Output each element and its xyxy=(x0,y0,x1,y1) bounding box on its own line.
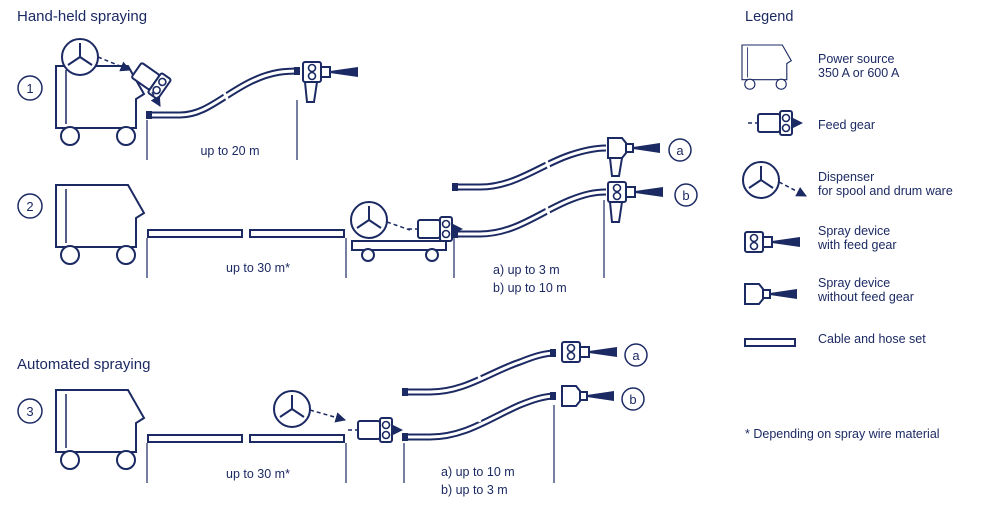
wire-feed-cart xyxy=(350,201,462,262)
legend-sublabel: 350 A or 600 A xyxy=(818,66,900,80)
variant-a-letter: a xyxy=(676,143,684,158)
variant-a-letter: a xyxy=(632,348,640,363)
legend-sublabel: for spool and drum ware xyxy=(818,184,953,198)
variant-b-letter: b xyxy=(682,188,689,203)
spray-device-with-feed-icon xyxy=(561,341,618,363)
legend-label: Spray device xyxy=(818,276,890,290)
variant-b-badge xyxy=(674,183,698,207)
setup-number: 2 xyxy=(26,199,33,214)
spray-device-without-feed-icon xyxy=(561,385,615,407)
spray-gun-icon xyxy=(303,62,358,102)
legend-label: Cable and hose set xyxy=(818,332,926,346)
variant-b-badge xyxy=(621,387,645,411)
spray-device-with-feed-icon xyxy=(744,231,801,253)
variant-b-letter: b xyxy=(629,392,636,407)
legend-label: Spray device xyxy=(818,224,890,238)
automated-section-title: Automated spraying xyxy=(17,356,150,373)
legend-item-spray-device-without-feed: Spray device without feed gear xyxy=(744,276,914,305)
variant-b-distance: b) up to 10 m xyxy=(493,281,567,295)
setup-number: 1 xyxy=(26,81,33,96)
variant-a-badge xyxy=(668,138,692,162)
legend-sublabel: without feed gear xyxy=(817,290,914,304)
legend-item-feed-gear: Feed gear xyxy=(748,111,875,135)
setup-3: 3 a b xyxy=(17,341,648,497)
legend-item-dispenser: Dispenser for spool and drum ware xyxy=(742,161,953,199)
legend-label: Dispenser xyxy=(818,170,874,184)
cable-hose-set-a xyxy=(402,349,557,396)
setup-number-badge xyxy=(17,75,43,101)
setup-number-badge xyxy=(17,398,43,424)
cable-hose-set-icon xyxy=(744,338,796,347)
legend-footnote: * Depending on spray wire material xyxy=(745,427,940,441)
spray-device-without-feed-icon xyxy=(744,283,798,305)
legend-item-spray-device-with-feed: Spray device with feed gear xyxy=(744,224,897,253)
variant-b-distance: b) up to 3 m xyxy=(441,483,508,497)
power-source-icon xyxy=(55,184,145,265)
legend-item-cable-hose-set: Cable and hose set xyxy=(744,332,926,347)
dispenser-icon xyxy=(742,161,780,199)
cable-hose-set-icon xyxy=(146,67,301,119)
power-source-icon xyxy=(55,65,145,146)
spray-device-with-feed-icon xyxy=(608,182,663,222)
legend-item-power-source: Power source 350 A or 600 A xyxy=(741,44,900,90)
setup-2: 2 a xyxy=(17,137,698,295)
variant-a-badge xyxy=(624,343,648,367)
dispenser-icon xyxy=(350,201,388,239)
cable-hose-set-b xyxy=(452,188,607,238)
distance-label: up to 30 m* xyxy=(226,467,290,481)
power-source-icon xyxy=(55,389,145,470)
setup-1: 1 up to 20 m xyxy=(17,38,358,160)
legend-sublabel: with feed gear xyxy=(817,238,897,252)
spray-device-without-feed-icon xyxy=(607,137,661,177)
legend: Legend Power source 350 A or 600 A Feed … xyxy=(741,9,953,441)
distance-label: up to 20 m xyxy=(200,144,259,158)
feed-gear-icon xyxy=(748,111,802,135)
power-source-icon xyxy=(741,44,792,90)
cable-hose-set-a xyxy=(452,144,607,191)
cable-hose-set-b xyxy=(402,392,557,441)
legend-label: Power source xyxy=(818,52,894,66)
feed-gear-icon xyxy=(348,418,402,442)
cable-hose-set-icon xyxy=(147,434,345,443)
legend-label: Feed gear xyxy=(818,118,875,132)
legend-title: Legend xyxy=(745,9,793,25)
variant-a-distance: a) up to 3 m xyxy=(493,263,560,277)
cable-hose-set-icon xyxy=(147,229,345,238)
handheld-section-title: Hand-held spraying xyxy=(17,8,147,25)
distance-label: up to 30 m* xyxy=(226,261,290,275)
variant-a-distance: a) up to 10 m xyxy=(441,465,515,479)
dispenser-icon xyxy=(61,38,99,76)
setup-number: 3 xyxy=(26,404,33,419)
dispenser-icon xyxy=(273,390,311,428)
setup-number-badge xyxy=(17,193,43,219)
